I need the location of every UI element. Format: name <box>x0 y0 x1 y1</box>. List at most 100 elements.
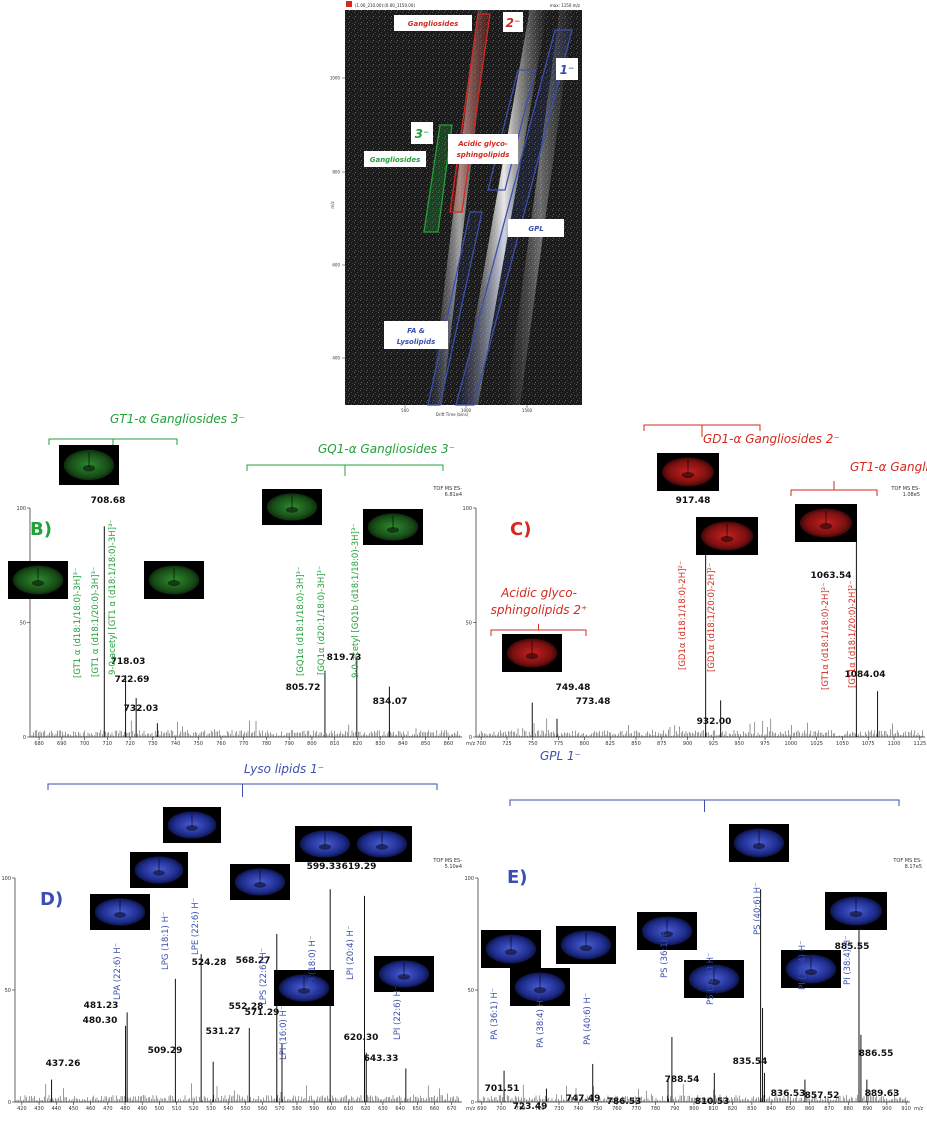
group-bracket <box>246 464 444 476</box>
peak-annotation: [GD1α (d18:1/20:0)-2H]²⁻ <box>707 563 717 672</box>
map-x-axis-label: Drift Time (bins) <box>436 412 469 417</box>
x-tick-label: 640 <box>395 1106 405 1112</box>
peak-label: 531.27 <box>206 1027 241 1037</box>
x-tick-label: 790 <box>284 741 294 747</box>
x-tick-label: 890 <box>863 1106 873 1112</box>
x-tick-label: 720 <box>535 1106 545 1112</box>
x-tick-label: 870 <box>824 1106 834 1112</box>
x-tick-label: 780 <box>651 1106 661 1112</box>
brain-image <box>274 970 334 1006</box>
map-label-gpl: GPL <box>528 225 543 233</box>
y-tick-label: 100 <box>16 506 26 512</box>
peak-label: 723.49 <box>513 1102 548 1112</box>
x-unit: m/z <box>466 1106 476 1112</box>
peak-annotation: LPS (22:6) H⁻ <box>259 948 269 1005</box>
brain-image <box>144 561 204 599</box>
peak-label: 599.33 <box>307 862 342 872</box>
group-title: GT1-α Gangliosides 2⁻ <box>850 460 927 474</box>
x-tick-label: 690 <box>477 1106 487 1112</box>
x-tick-label: 950 <box>734 741 744 747</box>
peak-label: 786.53 <box>607 1097 642 1107</box>
map-label-lysolipids: Lysolipids <box>397 338 436 346</box>
peak-annotation: PA (38:4) H⁻ <box>536 996 546 1048</box>
x-tick-label: 780 <box>262 741 272 747</box>
x-tick-label: 800 <box>580 741 590 747</box>
y-tick-label: 50 <box>5 988 11 994</box>
x-tick-label: 850 <box>631 741 641 747</box>
peak-annotation: PS (40:6) H⁻ <box>753 882 763 935</box>
brain-image <box>684 960 744 998</box>
peak-annotation: PS (36:1) H⁻ <box>660 925 670 978</box>
spectrum-mode: TOF MS ES- <box>432 486 462 492</box>
x-tick-label: 975 <box>760 741 770 747</box>
brain-image <box>374 956 434 992</box>
group-bracket <box>47 783 438 797</box>
x-tick-label: 740 <box>171 741 181 747</box>
brain-image <box>59 445 119 485</box>
spectrum-intensity: 6.81e4 <box>445 492 462 498</box>
brain-image <box>262 489 322 525</box>
brain-image <box>481 930 541 968</box>
x-tick-label: 850 <box>421 741 431 747</box>
peak-label: 835.54 <box>733 1057 768 1067</box>
x-tick-label: 1100 <box>888 741 901 747</box>
x-tick-label: 520 <box>189 1106 199 1112</box>
map-region-boxes <box>423 13 573 406</box>
x-tick-label: 610 <box>344 1106 354 1112</box>
x-tick-label: 730 <box>554 1106 564 1112</box>
x-tick-label: 490 <box>137 1106 147 1112</box>
peak-label: 620.30 <box>344 1033 379 1043</box>
peak-label: 718.03 <box>111 657 146 667</box>
spectrum-intensity: 8.17e5 <box>905 864 922 870</box>
peak-label: 480.30 <box>83 1016 118 1026</box>
brain-image <box>795 504 857 542</box>
peak-annotation: [GT1 α (d18:1/18:0)-3H]³⁻ <box>73 568 83 678</box>
x-tick-label: 770 <box>239 741 249 747</box>
x-tick-label: 820 <box>728 1106 738 1112</box>
map-header: (1.00_210.00):(0.00_1150.00) <box>355 3 415 8</box>
x-tick-label: 840 <box>766 1106 776 1112</box>
x-tick-label: 760 <box>216 741 226 747</box>
group-title: GQ1-α Gangliosides 3⁻ <box>318 442 455 456</box>
group-title: GT1-α Gangliosides 3⁻ <box>110 412 245 426</box>
map-x-tick-label: 500 <box>401 408 409 413</box>
peak-label: 643.33 <box>364 1054 399 1064</box>
peak-annotation: PA (36:1) H⁻ <box>490 988 500 1040</box>
x-tick-label: 830 <box>375 741 385 747</box>
x-tick-label: 810 <box>330 741 340 747</box>
group-title: Acidic glyco- <box>500 586 577 600</box>
peak-annotation: LPA (22:6) H⁻ <box>113 943 123 1000</box>
map-label-acidic-2: sphingolipids <box>457 151 510 159</box>
group-bracket <box>643 424 761 437</box>
peak-annotation: 9-0-acetyl [GQ1b (d18:1/18:0)-3H]³⁻ <box>351 523 361 678</box>
group-title: sphingolipids 2⁺ <box>491 603 588 617</box>
x-tick-label: 810 <box>709 1106 719 1112</box>
x-tick-label: 825 <box>605 741 615 747</box>
peak-label: 932.00 <box>697 717 732 727</box>
map-corner-label: max: 1150 m/z <box>550 3 580 8</box>
x-tick-label: 470 <box>103 1106 113 1112</box>
x-tick-label: 900 <box>882 1106 892 1112</box>
peak-annotation: LPG (18:1) H⁻ <box>161 912 171 970</box>
baseline-noise <box>31 720 460 737</box>
peak-annotation: [GT1α (d18:1/18:0)-2H]²⁻ <box>821 582 831 690</box>
map-x-tick-label: 1000 <box>461 408 472 413</box>
brain-image <box>502 634 562 672</box>
map-label-3-minus: 3⁻ <box>415 127 430 141</box>
x-tick-label: 570 <box>275 1106 285 1112</box>
brain-image <box>163 807 221 843</box>
peak-label: 437.26 <box>46 1059 81 1069</box>
x-tick-label: 430 <box>34 1106 44 1112</box>
peak-annotation: LPI (18:0) H⁻ <box>308 936 318 990</box>
spectrum-mode: TOF MS ES- <box>890 486 920 492</box>
x-tick-label: 690 <box>57 741 67 747</box>
map-label-fa: FA & <box>407 327 425 335</box>
peak-label: 805.72 <box>286 683 321 693</box>
peak-label: 571.29 <box>245 1008 280 1018</box>
peak-label: 810.53 <box>695 1097 730 1107</box>
peak-annotation: PI (36:4) H⁻ <box>798 940 808 990</box>
peak-label: 619.29 <box>342 862 377 872</box>
